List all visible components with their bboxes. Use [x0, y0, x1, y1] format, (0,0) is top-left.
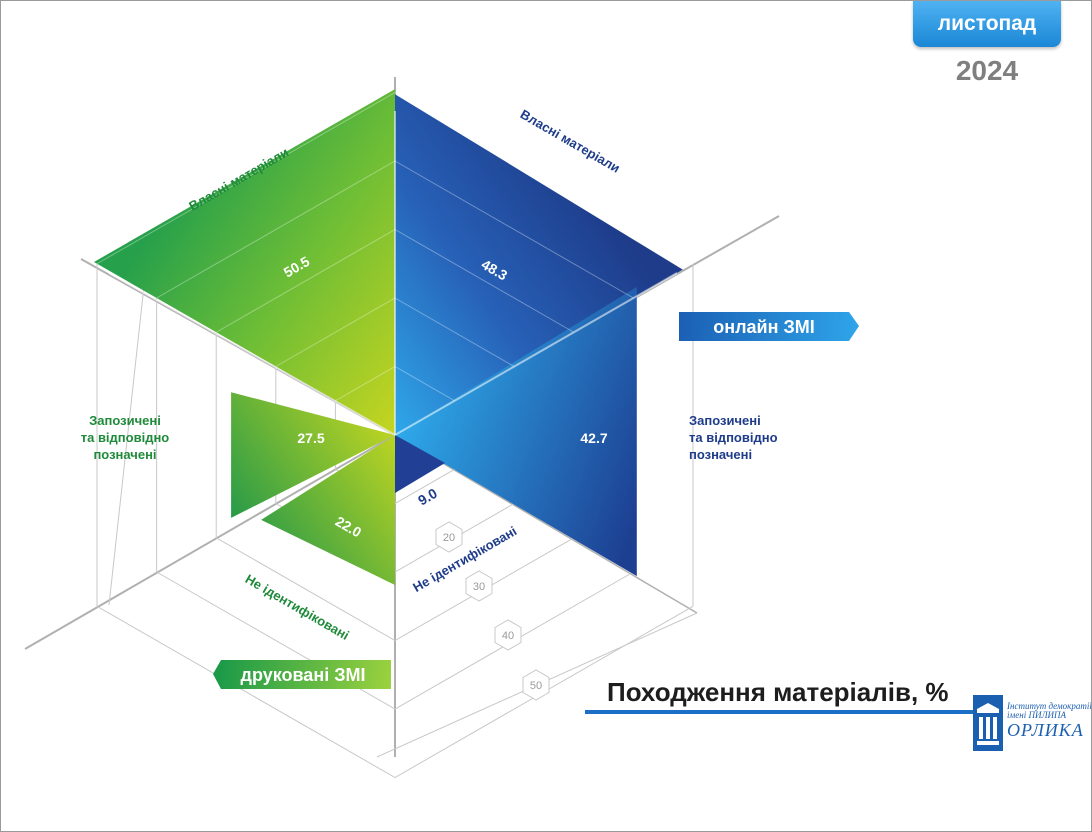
category-label-print-borrowed-line-2: та відповідно: [81, 430, 170, 445]
grid-print-own-2: [275, 297, 396, 367]
title-rule: [585, 710, 973, 714]
grid-print-own-1: [335, 366, 396, 402]
grid-online-own-2: [394, 297, 515, 367]
tick-label-1: 20: [443, 532, 455, 544]
value-label-online-unidentified: 9.0: [415, 485, 440, 509]
category-label-online-borrowed-line-3: позначені: [689, 447, 752, 462]
tick-label-3: 40: [502, 630, 514, 642]
tick-label-4: 50: [530, 680, 542, 692]
category-label-online-unidentified: Не ідентифіковані: [410, 523, 519, 595]
tick-badge-1: [435, 521, 463, 553]
category-label-print-unidentified: Не ідентифіковані: [243, 571, 352, 643]
category-label-online-own: Власні матеріали: [518, 106, 623, 175]
tick-label-2: 30: [473, 581, 485, 593]
category-label-online-unidentified-line-1: Не ідентифіковані: [410, 523, 519, 595]
grid-print-own-5: [96, 92, 396, 265]
category-label-online-borrowed-line-1: Запозичені: [689, 413, 761, 428]
institute-logo-icon: [973, 695, 1003, 751]
grid-print-own-3: [215, 229, 396, 333]
online-own-mark: [395, 94, 683, 435]
grid-ring-lower-3: [215, 537, 575, 642]
grid-ring-lower-4: [156, 571, 634, 710]
grid-online-own-4: [394, 160, 634, 299]
value-label-online-borrowed: 42.7: [580, 430, 607, 446]
series-tag-print-label: друковані ЗМІ: [241, 665, 366, 685]
logo-line-2: імені ПИЛИПА: [1007, 710, 1067, 721]
category-label-online-borrowed-line-2: та відповідно: [689, 430, 778, 445]
online-borrowed-mark: [395, 287, 637, 577]
chart-title: Походження матеріалів, %: [607, 677, 949, 707]
category-label-print-borrowed: Запозичені та відповідно позначені: [81, 413, 170, 462]
year-label: 2024: [955, 55, 1019, 86]
series-tag-print: [213, 660, 391, 689]
series-tag-online-label: онлайн ЗМІ: [713, 317, 815, 337]
frame-left: [108, 290, 144, 606]
category-label-online-borrowed: Запозичені та відповідно позначені: [689, 413, 778, 462]
print-borrowed-mark: [231, 392, 395, 518]
series-tag-online: [679, 312, 859, 341]
category-label-print-borrowed-line-3: позначені: [93, 447, 156, 462]
print-own-mark: [94, 89, 395, 435]
grid-print-own-4: [156, 160, 396, 299]
month-badge: листопад: [913, 1, 1061, 47]
axis-lower-left: [24, 434, 396, 650]
online-unidentified-mark: [395, 435, 445, 493]
tick-badge-4: [522, 669, 550, 701]
month-label: листопад: [937, 12, 1037, 35]
category-label-online-own-line-1: Власні матеріали: [518, 106, 623, 175]
axis-upper-right-overlay: [394, 272, 678, 436]
tick-badge-2: [465, 570, 493, 602]
grid-ring-lower-5: [96, 605, 694, 779]
grid-online-own-1: [394, 366, 455, 402]
category-label-print-unidentified-line-1: Не ідентифіковані: [243, 571, 352, 643]
institute-logo-text: Інститут демократії імені ПИЛИПА ОРЛИКА: [1007, 701, 1092, 740]
logo-line-1: Інститут демократії: [1007, 701, 1092, 711]
category-label-print-borrowed-line-1: Запозичені: [89, 413, 161, 428]
axis-lower-right: [394, 434, 698, 614]
print-unidentified-mark: [261, 435, 395, 586]
tick-badge-3: [494, 619, 522, 651]
grid-online-own-3: [394, 229, 575, 333]
grid-online-own-5: [394, 92, 694, 265]
value-label-print-borrowed: 27.5: [297, 430, 324, 446]
axis-upper-left-overlay: [108, 272, 396, 436]
logo-line-3: ОРЛИКА: [1007, 719, 1084, 740]
